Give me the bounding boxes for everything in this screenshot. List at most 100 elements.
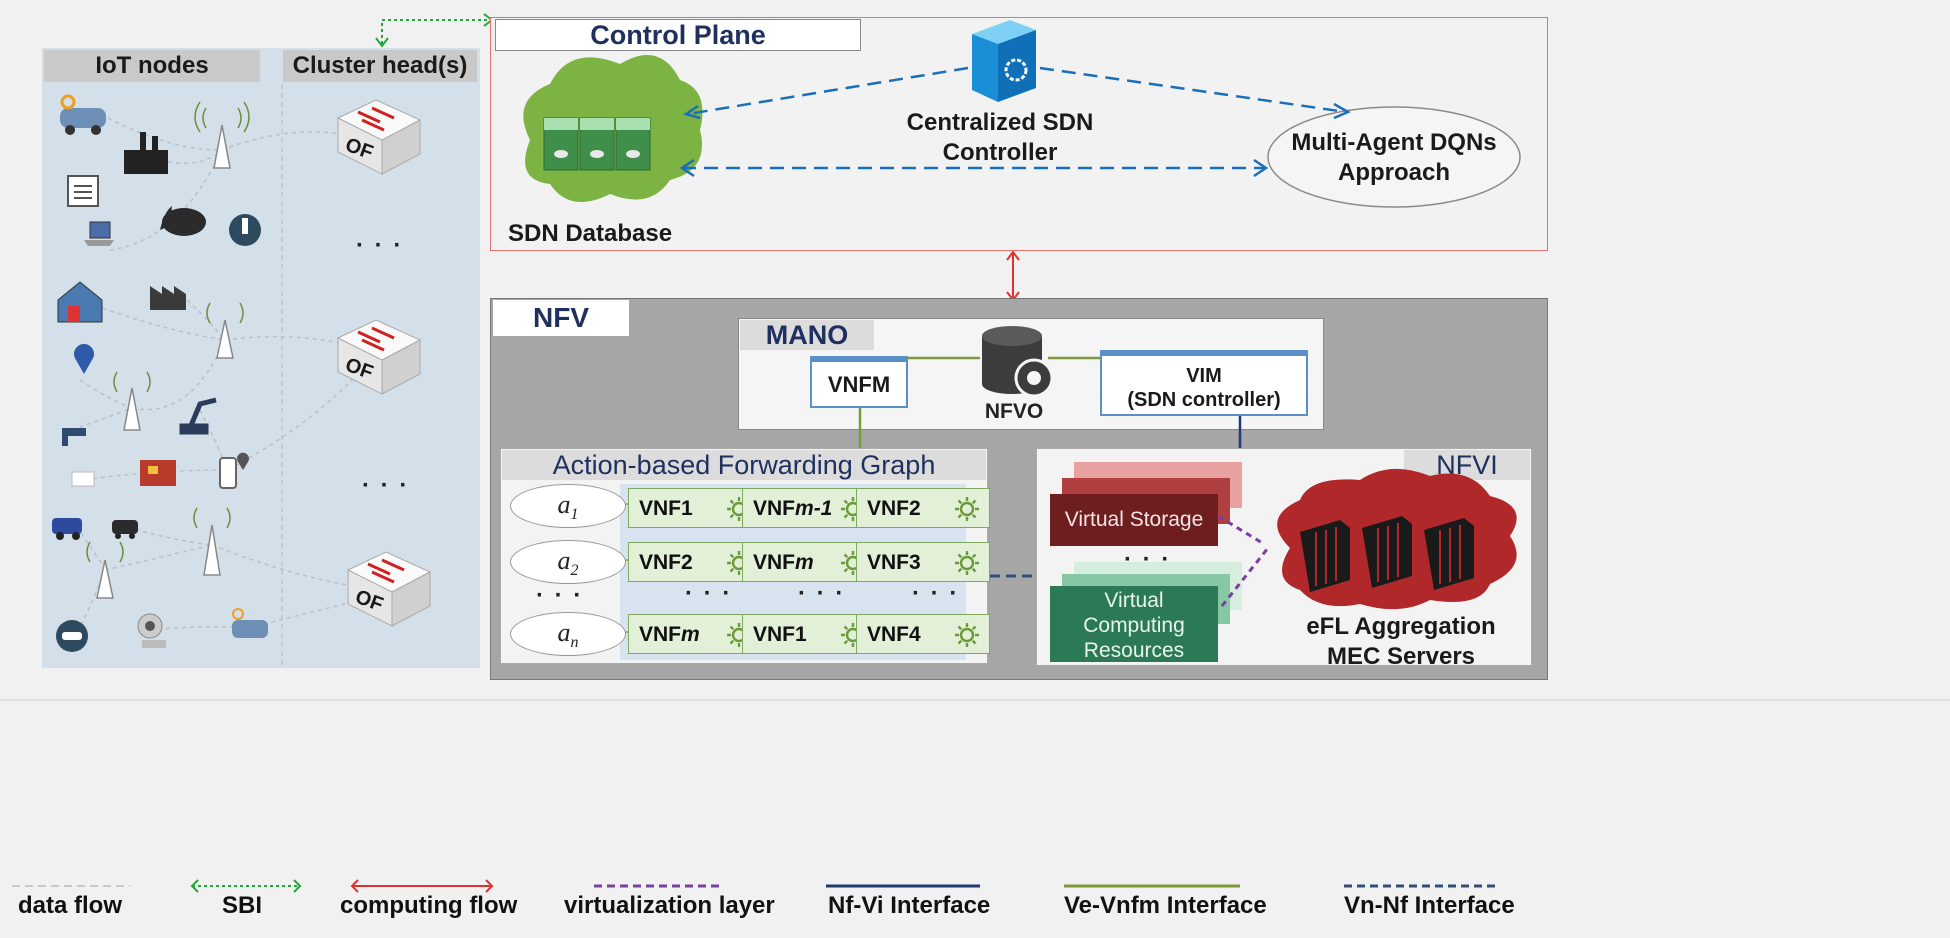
legend-computing-flow-line: [350, 879, 494, 893]
cluster-header: [283, 50, 477, 82]
virtual-storage-label: Virtual Storage: [1064, 508, 1204, 531]
faucet-icon: [62, 428, 86, 446]
mano-title: MANO: [765, 320, 849, 350]
controller-label-line1: Centralized SDN: [906, 109, 1094, 136]
vim-line1: VIM: [1186, 365, 1222, 387]
vnf-label: VNF4: [867, 623, 921, 647]
iot-nodes-header: [44, 50, 260, 82]
vnfm-box[interactable]: [810, 356, 908, 408]
vim-box[interactable]: [1100, 350, 1308, 416]
smartphone-icon: [219, 457, 237, 489]
mec-line1: eFL Aggregation: [1306, 613, 1496, 640]
mec-line2: MEC Servers: [1326, 643, 1476, 670]
cluster-ellipsis: · · ·: [362, 472, 410, 499]
car-icon: [112, 520, 138, 539]
iot-nodes-label: IoT nodes: [95, 52, 209, 79]
virtualization-links: [1217, 514, 1270, 607]
virtual-compute-line3: Resources: [1083, 639, 1185, 662]
vnf-italic: m: [795, 551, 814, 574]
nfv-title: NFV: [533, 302, 589, 333]
smart-home-icon: [140, 460, 176, 486]
robot-arm-icon: [179, 397, 217, 435]
openflow-switch-icon: [336, 319, 422, 395]
legend-ve-vnfm: Ve-Vnfm Interface: [1064, 892, 1267, 919]
server-icon: [972, 20, 1036, 102]
multi-agent-line2: Approach: [1337, 159, 1450, 186]
smart-home-icon: [57, 281, 103, 323]
control-plane-title: Control Plane: [590, 20, 766, 50]
vnf-name: VNF1: [639, 497, 693, 520]
camera-icon: [137, 613, 166, 648]
vnf-label: VNFm-1: [753, 497, 832, 521]
gear-icon: [953, 621, 981, 649]
nfvi-ellipsis: · · ·: [1124, 546, 1172, 573]
nfvo-label: NFVO: [984, 400, 1044, 423]
virtual-compute-box: [1050, 586, 1218, 662]
gear-icon: [1014, 358, 1054, 398]
vnf-italic: m: [681, 623, 700, 646]
virtual-compute-line2: Computing: [1083, 614, 1185, 637]
legend-vn-nf: Vn-Nf Interface: [1344, 892, 1515, 919]
action-ellipsis: · · ·: [536, 582, 584, 609]
vnf-name: VNF2: [639, 551, 693, 574]
vnf-tail: -1: [813, 497, 833, 520]
controller-label: Centralized SDN Controller: [900, 108, 1100, 168]
action-sub: 2: [570, 562, 579, 580]
legend-virtualization-layer: virtualization layer: [564, 892, 775, 919]
action-node: a2: [510, 540, 626, 584]
action-base: a: [557, 490, 571, 519]
virtual-storage-box: [1050, 494, 1218, 546]
vnf-cell: VNF2: [628, 542, 762, 582]
action-sub: n: [570, 634, 579, 652]
laptop-icon: [84, 221, 114, 246]
openflow-switch-icon: [336, 99, 422, 175]
vnf-name: VNF4: [867, 623, 921, 646]
vnf-name: VNF2: [867, 497, 921, 520]
vnf-cell: VNFm: [628, 614, 762, 654]
vnf-italic: m: [795, 497, 814, 520]
legend-computing-flow: computing flow: [340, 892, 518, 919]
vnf-name: VNF3: [867, 551, 921, 574]
vim-line2: (SDN controller): [1127, 389, 1281, 411]
legend-sbi-line: [190, 879, 302, 893]
cluster-heads-label: Cluster head(s): [292, 52, 468, 79]
vnf-name: VNF1: [753, 623, 807, 646]
cluster-ellipsis: · · ·: [356, 232, 404, 259]
controller-label-line2: Controller: [942, 139, 1058, 166]
sdn-database-icon: [523, 55, 703, 202]
vnfm-label: VNFM: [827, 372, 891, 397]
vnf-label: VNF2: [867, 497, 921, 521]
vnf-label: VNF3: [867, 551, 921, 575]
location-pin-icon: [74, 344, 94, 374]
sensor-icon: [67, 175, 99, 207]
ambulance-icon: [52, 518, 82, 540]
vnf-cell: VNF3: [856, 542, 990, 582]
mec-server-cloud: [1277, 468, 1517, 610]
vnf-cell: VNF1: [742, 614, 876, 654]
ve-vnfm-links: [858, 356, 1100, 450]
action-sub: 1: [570, 506, 579, 524]
fire-cloud-icon: [160, 206, 206, 236]
location-pin-icon: [237, 452, 249, 470]
legend-sbi: SBI: [222, 892, 263, 919]
legend-nf-vi: Nf-Vi Interface: [828, 892, 991, 919]
control-dashed-arrows: [682, 66, 1347, 170]
virtual-compute-label: Virtual Computing Resources: [1050, 588, 1218, 663]
legend-data-flow: data flow: [18, 892, 123, 919]
car-icon: [60, 94, 106, 135]
sdn-database-label: SDN Database: [508, 220, 673, 247]
vnf-label: VNF1: [753, 623, 807, 647]
vnf-name: VNF: [753, 497, 795, 520]
sensor-icon: [71, 471, 95, 487]
vnf-cell: VNFm-1: [742, 488, 876, 528]
vnf-label: VNFm: [639, 623, 700, 647]
vnf-cell: VNF4: [856, 614, 990, 654]
multi-agent-line1: Multi-Agent DQNs: [1291, 129, 1497, 156]
vnf-cell: VNF2: [856, 488, 990, 528]
gear-icon: [953, 495, 981, 523]
vnf-name: VNF: [639, 623, 681, 646]
